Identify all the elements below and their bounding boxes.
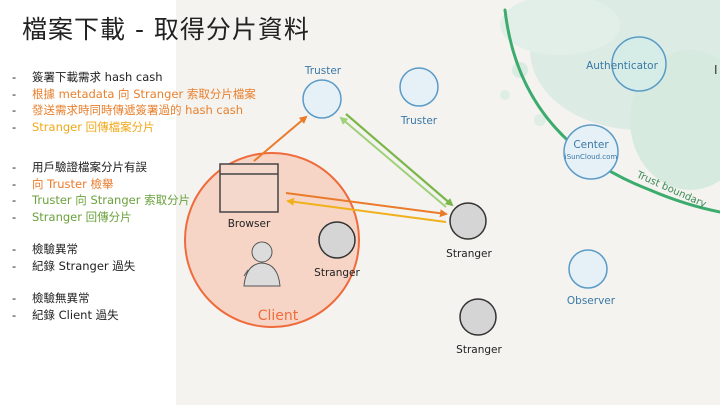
- bullet-item: -檢驗異常: [12, 242, 78, 256]
- authenticator-node: [611, 36, 667, 92]
- arrow-browser-to-truster: [253, 115, 308, 162]
- stranger-node-mid: [449, 202, 487, 240]
- truster-node-main: [302, 79, 342, 119]
- arrow-truster-to-stranger: [345, 113, 454, 207]
- bullet-item: -Truster 向 Stranger 索取分片: [12, 193, 191, 207]
- arrow-stranger-to-browser: [286, 197, 447, 223]
- bullet-item: -檢驗無異常: [12, 291, 90, 305]
- bullet-text: Truster 向 Stranger 索取分片: [32, 193, 191, 207]
- observer-label: Observer: [567, 295, 616, 307]
- truster-node-secondary: [399, 67, 439, 107]
- observer-node: [568, 249, 608, 289]
- truster-top-label: Truster: [304, 65, 342, 77]
- bullet-text: Stranger 回傳分片: [32, 209, 132, 224]
- bullet-item: -簽署下載需求 hash cash: [12, 70, 163, 84]
- bullet-text: 用戶驗證檔案分片有誤: [32, 160, 147, 174]
- stranger-inside-label: Stranger: [314, 267, 360, 279]
- client-label: Client: [258, 308, 299, 324]
- browser-label: Browser: [228, 218, 271, 230]
- authenticator-label: Authenticator: [586, 60, 659, 72]
- bullet-item: -向 Truster 檢舉: [12, 176, 114, 191]
- bullet-item: -Stranger 回傳檔案分片: [12, 119, 155, 134]
- edge-glyph: I: [714, 63, 718, 77]
- bullet-text: 簽署下載需求 hash cash: [32, 70, 163, 84]
- arrow-stranger-to-truster: [339, 116, 447, 208]
- user-icon: [243, 241, 281, 287]
- browser-window: [219, 163, 279, 213]
- slide-title: 檔案下載 - 取得分片資料: [22, 15, 310, 44]
- bullet-item: -發送需求時同時傳遞簽署過的 hash cash: [12, 103, 244, 117]
- bullet-text: 根據 metadata 向 Stranger 索取分片檔案: [32, 86, 256, 101]
- bullet-text: 紀錄 Stranger 過失: [32, 258, 136, 273]
- stranger-node-inside: [318, 221, 356, 259]
- bullet-text: 檢驗異常: [32, 242, 78, 256]
- bullet-item: -紀錄 Client 過失: [12, 307, 119, 322]
- bullet-text: 紀錄 Client 過失: [32, 307, 119, 322]
- arrow-browser-to-stranger: [285, 192, 448, 218]
- stranger-bottom-label: Stranger: [456, 344, 502, 356]
- stranger-mid-label: Stranger: [446, 248, 492, 260]
- bullet-text: 發送需求時同時傳遞簽署過的 hash cash: [32, 103, 244, 117]
- bullet-item: -紀錄 Stranger 過失: [12, 258, 136, 273]
- bullet-list: -簽署下載需求 hash cash -根據 metadata 向 Strange…: [12, 69, 256, 323]
- left-panel: [0, 0, 176, 405]
- bullet-text: 檢驗無異常: [32, 291, 90, 305]
- bullet-text: 向 Truster 檢舉: [32, 176, 114, 191]
- center-label: Center: [573, 139, 609, 151]
- center-sublabel: iSunCloud.com: [565, 153, 618, 161]
- truster-label: Truster: [400, 115, 438, 127]
- center-node: [563, 124, 619, 180]
- bullet-item: -用戶驗證檔案分片有誤: [12, 160, 147, 174]
- bullet-text: Stranger 回傳檔案分片: [32, 119, 155, 134]
- bullet-item: -根據 metadata 向 Stranger 索取分片檔案: [12, 86, 256, 101]
- stranger-node-bottom: [459, 298, 497, 336]
- bullet-item: -Stranger 回傳分片: [12, 209, 132, 224]
